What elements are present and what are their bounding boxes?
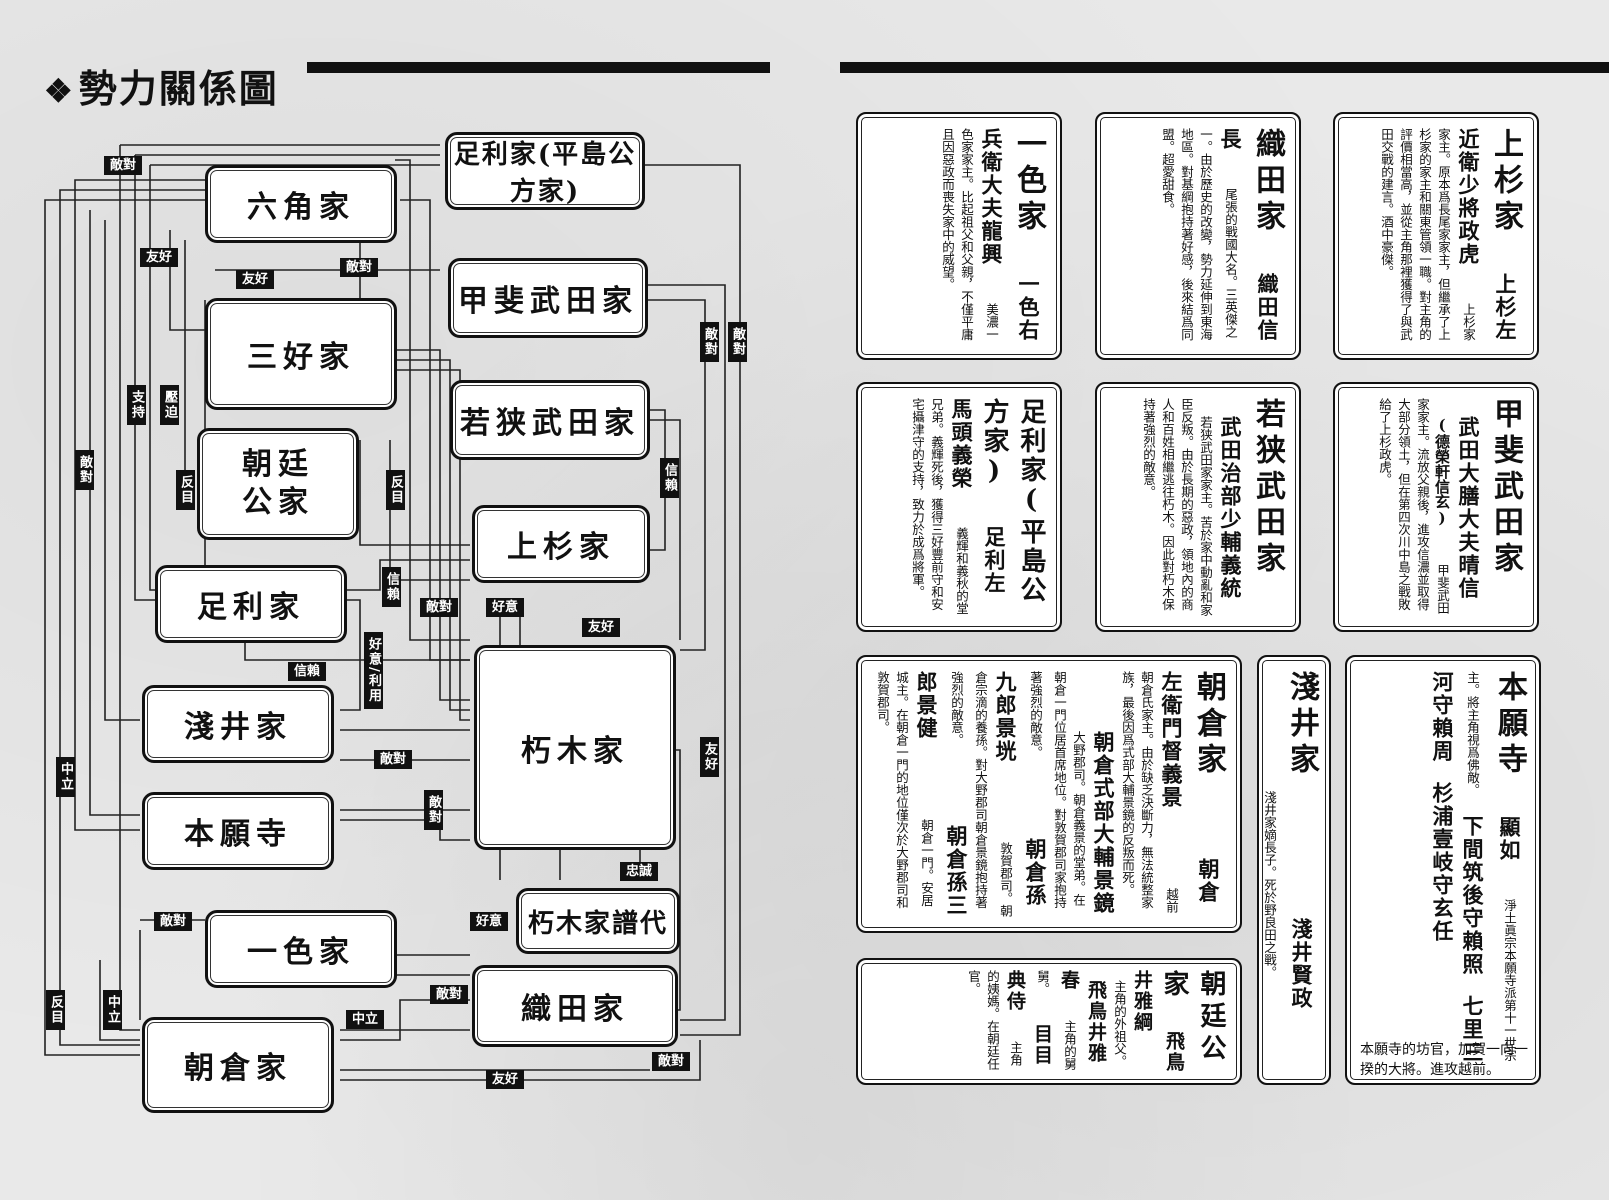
card-wakasa-takeda: 若狭武田家 武田治部少輔義統 若狭武田家家主。苦於家中動亂和家臣反叛。由於長期的… <box>1095 382 1301 632</box>
label-friendly: 友好 <box>140 248 179 267</box>
card-honganji: 本願寺 顯如 淨土眞宗本願寺派第十一世宗主。將主角視爲佛敵。 下間筑後守賴照 七… <box>1345 655 1541 1085</box>
label-friendly: 友好 <box>236 270 275 289</box>
node-azai: 淺井家 <box>142 685 334 763</box>
node-ashikaga: 足利家 <box>155 565 347 643</box>
label-trust: 信賴 <box>382 567 401 607</box>
label-rebel: 反目 <box>46 990 65 1030</box>
diamond-mark-icon: ❖ <box>44 72 75 110</box>
card-kai-takeda: 甲斐武田家 武田大膳大夫晴信 (德榮軒信玄) 甲斐武田家家主。流放父親後，進攻信… <box>1333 382 1539 632</box>
label-neutral: 中立 <box>103 990 122 1030</box>
node-kutsuki: 朽木家 <box>474 645 676 850</box>
card-ashikaga-hirajima: 足利家(平島公方家) 足利左馬頭義榮 義輝和義秋的堂兄弟。義輝死後，獲得三好豐前… <box>856 382 1062 632</box>
label-goodwill-use: 好意/利用 <box>364 632 383 709</box>
label-goodwill: 好意 <box>470 912 509 931</box>
title-rule-right <box>840 62 1609 73</box>
card-asakura: 朝倉家 朝倉左衛門督義景 越前朝倉氏家主。由於缺乏決斷力，無法統整家族，最後因爲… <box>856 655 1242 933</box>
label-trust: 信賴 <box>288 662 327 681</box>
label-rebel: 反目 <box>386 470 405 510</box>
label-hostile: 敵對 <box>430 985 469 1004</box>
card-azai: 淺井家 淺井賢政 淺井家嫡長子。死於野良田之戰。 <box>1257 655 1331 1085</box>
card-chotei-kuge: 朝廷公家 飛鳥井雅綱 主角的外祖父。 飛鳥井雅春 主角的舅舅。 目目典侍 主角的… <box>856 958 1242 1085</box>
label-hostile: 敵對 <box>104 156 143 175</box>
label-hostile: 敵對 <box>154 912 193 931</box>
node-isshiki: 一色家 <box>205 910 397 988</box>
label-hostile: 敵對 <box>728 322 747 362</box>
label-hostile: 敵對 <box>420 598 459 617</box>
label-hostile: 敵對 <box>75 450 94 490</box>
label-oppress: 壓迫 <box>160 385 179 425</box>
node-rokkaku: 六角家 <box>205 165 397 243</box>
label-friendly: 友好 <box>700 737 719 777</box>
label-friendly: 友好 <box>582 618 621 637</box>
card-isshiki: 一色家 一色右兵衛大夫龍興 美濃一色家家主。比起祖父和父親，不僅平庸且因惡政而喪… <box>856 112 1062 360</box>
label-hostile: 敵對 <box>700 322 719 362</box>
label-hostile: 敵對 <box>374 750 413 769</box>
node-honganji: 本願寺 <box>142 792 334 870</box>
label-hostile: 敵對 <box>652 1052 691 1071</box>
label-rebel: 反目 <box>176 470 195 510</box>
node-ashikaga-hirajima: 足利家(平島公方家) <box>445 132 645 210</box>
node-chotei-kuge: 朝廷 公家 <box>197 428 359 540</box>
label-loyal: 忠誠 <box>620 862 659 881</box>
label-friendly: 友好 <box>486 1070 525 1089</box>
relation-lines <box>44 144 741 1081</box>
label-hostile: 敵對 <box>340 258 379 277</box>
title-rule-left <box>307 62 770 73</box>
label-trust: 信賴 <box>660 458 679 498</box>
card-uesugi: 上杉家 上杉左近衛少將政虎 上杉家家主。原本爲長尾家家主，但繼承了上杉家的家主和… <box>1333 112 1539 360</box>
label-hostile: 敵對 <box>424 790 443 830</box>
label-neutral: 中立 <box>56 757 75 797</box>
label-support: 支持 <box>127 385 146 425</box>
node-wakasa-takeda: 若狭武田家 <box>450 380 650 460</box>
card-oda: 織田家 織田信長 尾張的戰國大名。三英傑之一。由於歷史的改變，勢力延伸到東海地區… <box>1095 112 1301 360</box>
page-title: ❖勢力關係圖 <box>44 66 279 111</box>
label-goodwill: 好意 <box>486 598 525 617</box>
node-kai-takeda: 甲斐武田家 <box>448 258 648 338</box>
label-neutral: 中立 <box>346 1010 385 1029</box>
node-kutsuki-fudai: 朽木家譜代 <box>516 888 680 954</box>
honganji-footer: 本願寺的坊官，加賀一向一揆的大將。進攻越前。 <box>1360 1042 1528 1078</box>
node-miyoshi: 三好家 <box>205 298 397 410</box>
node-uesugi: 上杉家 <box>472 505 650 583</box>
node-oda: 織田家 <box>472 965 678 1047</box>
node-asakura: 朝倉家 <box>142 1017 334 1113</box>
